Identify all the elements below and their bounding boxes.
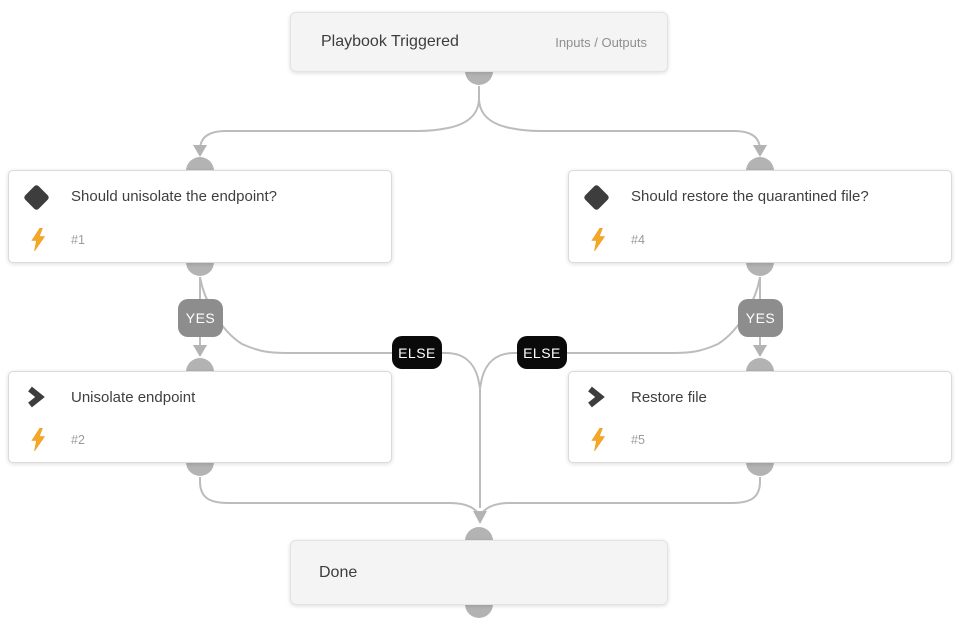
arrowhead-done: [473, 511, 487, 524]
chevron-right-icon: [25, 384, 49, 410]
connector-decision-2-input[interactable]: [746, 157, 774, 171]
diamond-icon: [583, 184, 611, 212]
connector-action-2-input[interactable]: [746, 358, 774, 372]
step-id-badge: #2: [71, 433, 85, 447]
node-done[interactable]: Done: [290, 540, 668, 605]
end-node-title: Done: [319, 563, 358, 581]
start-node-title: Playbook Triggered: [321, 33, 459, 50]
connector-decision-2-output[interactable]: [746, 262, 774, 276]
arrowhead-decision-1: [193, 145, 207, 157]
step-id-badge: #4: [631, 233, 645, 247]
yes-branch-badge[interactable]: YES: [178, 299, 223, 337]
action-title: Restore file: [631, 389, 707, 406]
edge-action-1-to-done: [199, 477, 479, 514]
else-badge-label: ELSE: [398, 344, 436, 361]
decision-title: Should restore the quarantined file?: [631, 188, 869, 205]
connector-action-1-output[interactable]: [186, 462, 214, 476]
node-playbook-triggered[interactable]: Playbook Triggered Inputs / Outputs: [290, 12, 668, 72]
node-action-restore-file[interactable]: Restore file #5: [568, 371, 952, 463]
connector-action-2-output[interactable]: [746, 462, 774, 476]
action-title: Unisolate endpoint: [71, 389, 196, 406]
connector-start-output[interactable]: [465, 71, 493, 85]
node-action-unisolate-endpoint[interactable]: Unisolate endpoint #2: [8, 371, 392, 463]
decision-title: Should unisolate the endpoint?: [71, 188, 278, 205]
arrowhead-action-1: [193, 345, 207, 357]
yes-badge-label: YES: [185, 310, 216, 326]
connector-decision-1-output[interactable]: [186, 262, 214, 276]
node-decision-should-unisolate[interactable]: Should unisolate the endpoint? #1: [8, 170, 392, 263]
connector-action-1-input[interactable]: [186, 358, 214, 372]
edge-action-2-to-done: [481, 477, 761, 514]
step-id-badge: #5: [631, 433, 645, 447]
edge-start-to-decision-2: [478, 86, 761, 151]
step-id-badge: #1: [71, 233, 85, 247]
diamond-icon: [23, 184, 51, 212]
connector-done-input[interactable]: [465, 527, 493, 541]
else-badge-label: ELSE: [523, 344, 561, 361]
lightning-bolt-icon: [30, 427, 46, 452]
lightning-bolt-icon: [590, 427, 606, 452]
else-branch-badge[interactable]: ELSE: [392, 336, 442, 369]
node-decision-should-restore[interactable]: Should restore the quarantined file? #4: [568, 170, 952, 263]
arrowhead-decision-2: [753, 145, 767, 157]
yes-badge-label: YES: [745, 310, 776, 326]
inputs-outputs-link[interactable]: Inputs / Outputs: [555, 34, 647, 50]
lightning-bolt-icon: [30, 227, 46, 252]
yes-branch-badge[interactable]: YES: [738, 299, 783, 337]
arrowhead-action-2: [753, 345, 767, 357]
else-branch-badge[interactable]: ELSE: [517, 336, 567, 369]
connector-done-output[interactable]: [465, 604, 493, 618]
connector-decision-1-input[interactable]: [186, 157, 214, 171]
edge-start-to-decision-1: [199, 86, 480, 151]
lightning-bolt-icon: [590, 227, 606, 252]
chevron-right-icon: [585, 384, 609, 410]
